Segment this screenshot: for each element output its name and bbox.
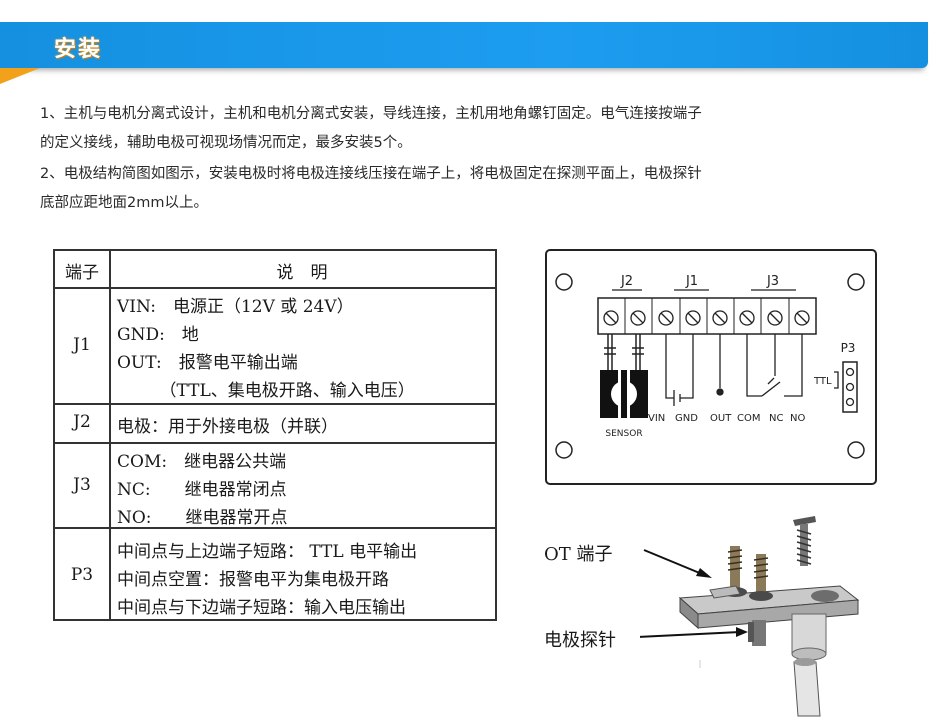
table-row-line: NO: 继电器常开点 xyxy=(117,508,288,528)
mounting-hole-icon xyxy=(555,273,573,291)
pin-label: NC xyxy=(769,413,783,424)
board-wiring-diagram: J2 J1 J3 SEN xyxy=(545,249,877,485)
pin-label: VIN xyxy=(648,413,665,424)
group-label-j3: J3 xyxy=(766,274,779,289)
electrode-probe-label: 电极探针 xyxy=(544,630,616,651)
p3-label: P3 xyxy=(841,341,856,355)
probe-sleeve xyxy=(791,613,827,661)
table-row-line: VIN: 电源正（12V 或 24V） xyxy=(117,297,354,317)
probe-pin xyxy=(748,620,766,646)
table-header-port: 端子 xyxy=(65,263,99,283)
table-row-line: （TTL、集电极开路、输入电压） xyxy=(117,381,415,401)
pin-label: GND xyxy=(675,413,698,424)
table-row-line: 电极：用于外接电极（并联） xyxy=(117,417,338,437)
table-row-line: OUT: 报警电平输出端 xyxy=(117,353,298,373)
paragraph-1-line-2: 的定义接线，辅助电极可视现场情况而定，最多安装5个。 xyxy=(40,135,412,151)
electrode-assembly-illustration xyxy=(640,516,860,717)
ot-terminal-label: OT 端子 xyxy=(544,544,613,565)
table-row-line: 中间点与下边端子短路：输入电压输出 xyxy=(117,598,406,618)
table-row-line: 中间点与上边端子短路： TTL 电平输出 xyxy=(117,542,418,562)
pin-labels: VIN GND OUT COM NC NO xyxy=(648,413,805,424)
table-divider xyxy=(55,403,495,405)
terminal-screws xyxy=(603,298,810,334)
table-row-port: J1 xyxy=(73,335,91,355)
banner-fold-decoration xyxy=(0,68,40,84)
table-header-desc: 说 明 xyxy=(276,263,328,283)
board-outline xyxy=(545,249,877,485)
electrode-base xyxy=(678,585,860,630)
section-title: 安装 xyxy=(54,37,103,62)
probe-rod xyxy=(793,658,821,717)
sensor-wires xyxy=(604,334,644,373)
header-banner xyxy=(0,22,928,68)
paragraph-2: 2、电极结构简图如图示，安装电极时将电极连接线压接在端子上，将电极固定在探测平面… xyxy=(40,160,900,218)
pointer-arrows xyxy=(640,549,748,638)
table-divider xyxy=(55,527,495,529)
table-row-port: P3 xyxy=(70,565,94,585)
p3-header xyxy=(842,361,858,413)
table-divider xyxy=(55,442,495,444)
pin-label: COM xyxy=(737,413,760,424)
table-row-port: J2 xyxy=(73,412,91,432)
table-divider xyxy=(109,251,111,619)
group-label-j2: J2 xyxy=(620,274,633,289)
paragraph-2-line-1: 2、电极结构简图如图示，安装电极时将电极连接线压接在端子上，将电极固定在探测平面… xyxy=(40,166,702,182)
relay-switch-icon xyxy=(746,334,803,397)
pin-label: OUT xyxy=(710,413,732,424)
terminal-studs xyxy=(709,546,773,601)
mounting-hole-icon xyxy=(555,441,573,459)
table-row-line: 中间点空置：报警电平为集电极开路 xyxy=(117,570,389,590)
j1-wiring xyxy=(665,334,724,406)
mounting-hole-icon xyxy=(847,273,865,291)
mounting-hole-icon xyxy=(847,441,865,459)
screw-icon xyxy=(793,516,816,566)
table-row-line: COM: 继电器公共端 xyxy=(117,452,287,472)
ttl-label: TTL xyxy=(813,376,832,387)
sensor-icon xyxy=(600,370,648,418)
table-row-line: NC: 继电器常闭点 xyxy=(117,480,287,500)
table-row-line: GND: 地 xyxy=(117,325,199,345)
pin-label: NO xyxy=(790,413,805,424)
table-row-port: J3 xyxy=(73,475,91,495)
sensor-label: SENSOR xyxy=(605,429,642,439)
table-divider xyxy=(55,287,495,289)
paragraph-2-line-2: 底部应距地面2mm以上。 xyxy=(40,195,208,211)
paragraph-1-line-1: 1、主机与电机分离式设计，主机和电机分离式安装，导线连接，主机用地角螺钉固定。电… xyxy=(40,106,702,122)
group-label-j1: J1 xyxy=(685,274,698,289)
terminal-spec-table: 端子 说 明 J1 VIN: 电源正（12V 或 24V） GND: 地 OUT… xyxy=(53,249,497,621)
paragraph-1: 1、主机与电机分离式设计，主机和电机分离式安装，导线连接，主机用地角螺钉固定。电… xyxy=(40,100,900,158)
